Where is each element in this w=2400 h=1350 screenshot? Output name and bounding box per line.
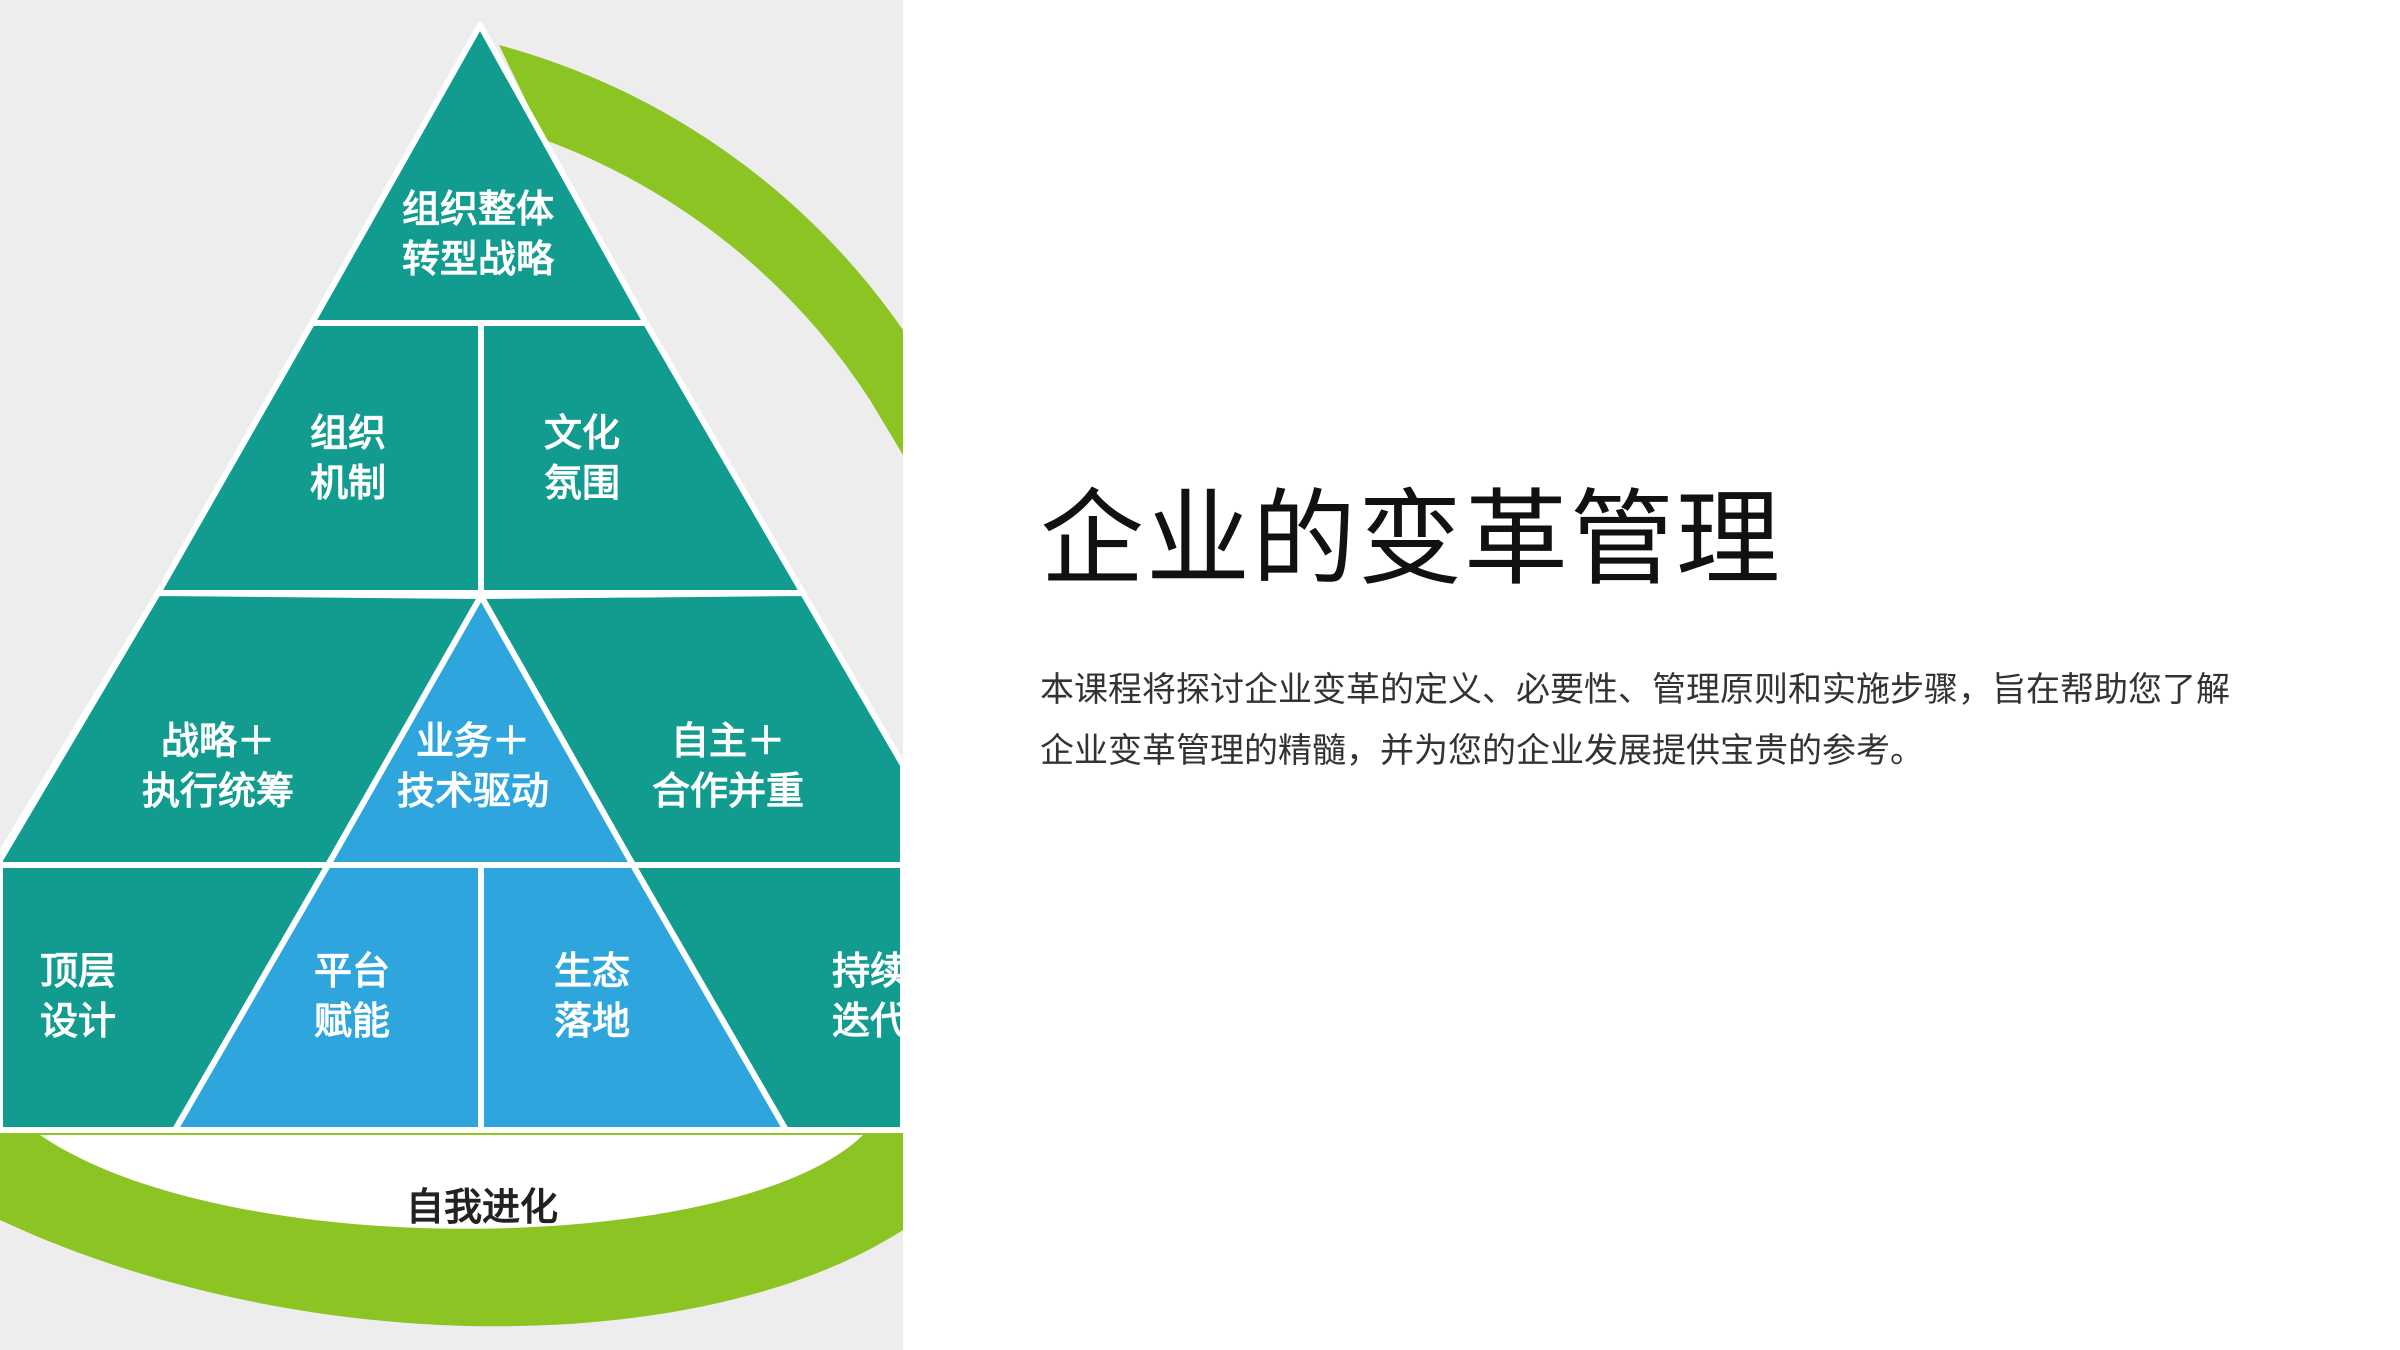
top-design-label-line2: 设计 xyxy=(40,999,116,1043)
business-tech-label-line2: 技术驱动 xyxy=(397,769,549,813)
org-mechanism-label-line1: 组织 xyxy=(310,411,386,455)
pyramid-segment-culture xyxy=(478,320,806,596)
strategy-label-line1: 战略＋ xyxy=(161,719,275,763)
base-label-band xyxy=(40,1135,863,1229)
culture-label-line1: 文化 xyxy=(544,411,620,455)
pyramid-diagram-image: 组织整体 转型战略 组织 机制 文化 氛围 战略＋ 执行统筹 业务＋ 技术驱动 … xyxy=(0,0,903,1350)
autonomy-label-line1: 自主＋ xyxy=(671,719,785,763)
evolution-ring-arc xyxy=(499,45,903,455)
autonomy-label-line2: 合作并重 xyxy=(652,769,804,813)
iteration-label-line2: 迭代 xyxy=(832,999,903,1043)
pyramid-diagram: 组织整体 转型战略 组织 机制 文化 氛围 战略＋ 执行统筹 业务＋ 技术驱动 … xyxy=(0,22,903,1327)
ecosystem-label-line2: 落地 xyxy=(554,999,630,1043)
org-mechanism-label-line2: 机制 xyxy=(310,461,386,505)
apex-label-line1: 组织整体 xyxy=(402,187,554,231)
platform-label-line1: 平台 xyxy=(314,949,390,993)
top-design-label-line1: 顶层 xyxy=(40,949,116,993)
strategy-label-line2: 执行统筹 xyxy=(142,769,294,813)
self-evolution-label: 自我进化 xyxy=(406,1185,558,1229)
pyramid-segment-org-mechanism xyxy=(155,320,484,596)
slide-description: 本课程将探讨企业变革的定义、必要性、管理原则和实施步骤，旨在帮助您了解企业变革管… xyxy=(1040,670,2230,771)
business-tech-label-line1: 业务＋ xyxy=(416,719,530,763)
pyramid-segment-iteration xyxy=(630,862,903,1133)
ecosystem-label-line1: 生态 xyxy=(554,949,630,993)
slide-title: 企业的变革管理 xyxy=(1040,478,1783,600)
platform-label-line2: 赋能 xyxy=(314,999,390,1043)
culture-label-line2: 氛围 xyxy=(544,461,620,505)
iteration-label-line1: 持续 xyxy=(832,949,903,993)
apex-label-line2: 转型战略 xyxy=(402,237,555,281)
